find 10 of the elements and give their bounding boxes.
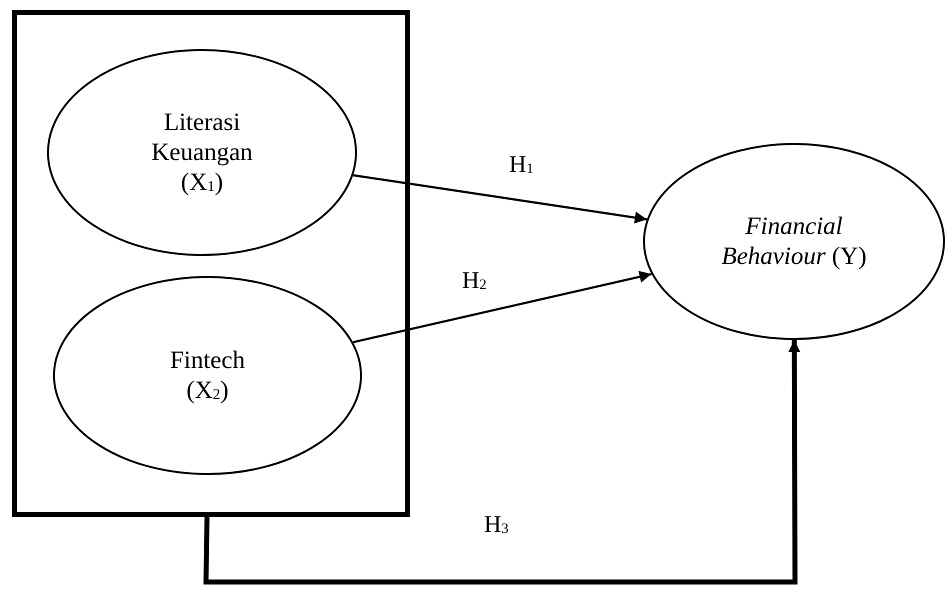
frame-box [12, 10, 410, 517]
arrow [352, 270, 652, 344]
variable-label: Literasi Keuangan (X$_{1}$) [150, 108, 254, 198]
variable-label: Financial Behaviour (Y) [720, 212, 868, 272]
arrow [353, 174, 648, 224]
variable-ellipse [53, 276, 362, 475]
variable-label: Fintech (X$_{2}$) [169, 346, 246, 406]
arrow [203, 340, 800, 584]
variable-ellipse [47, 49, 357, 256]
variable-ellipse [643, 143, 945, 340]
